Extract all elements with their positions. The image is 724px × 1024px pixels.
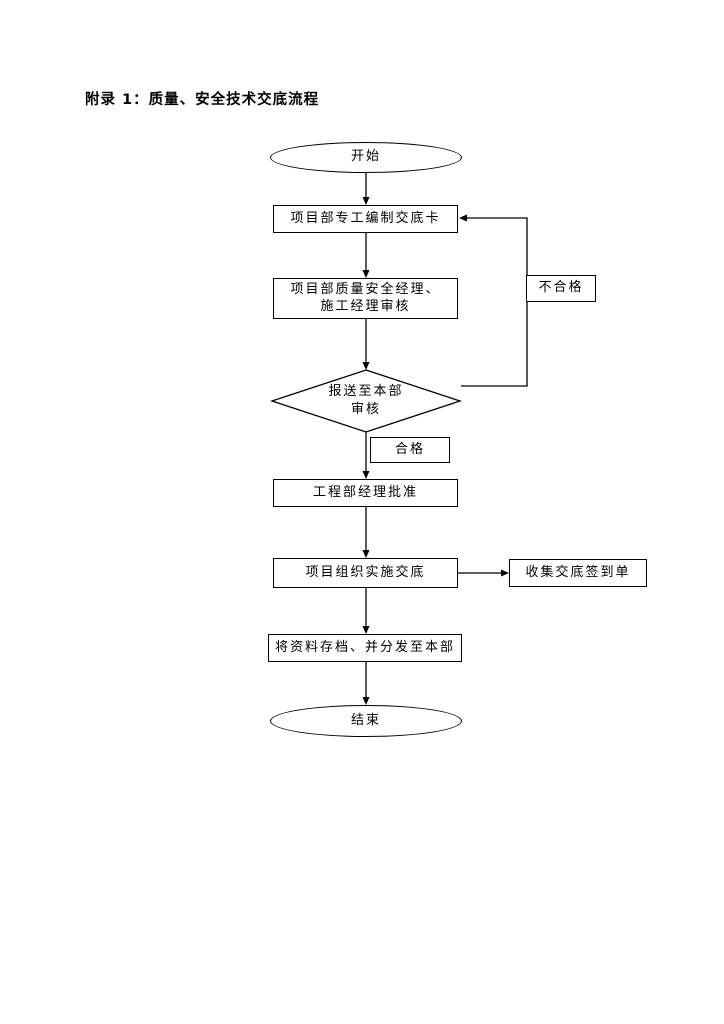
process-step2: 项目部质量安全经理、 施工经理审核 [273,278,458,319]
decision-diamond [269,369,463,433]
page-title: 附录 1：质量、安全技术交底流程 [85,92,320,108]
arrowhead-start-step1 [362,197,370,205]
arrowhead-step3-step4 [362,550,370,558]
end-terminator: 结束 [270,705,462,737]
arrowhead-step4-side [501,569,509,577]
pass-edge-label: 合格 [370,437,450,463]
fail-edge-label: 不合格 [526,275,596,302]
arrowhead-step4-step5 [362,626,370,634]
connector-fail-loop [461,217,528,387]
process-step1: 项目部专工编制交底卡 [273,205,458,233]
process-step4: 项目组织实施交底 [273,558,458,588]
arrowhead-step1-step2 [362,270,370,278]
side-output-box: 收集交底签到单 [509,559,647,587]
arrowhead-step5-end [362,697,370,705]
decision-label: 报送至本部 审核 [328,384,404,417]
arrowhead-fail-loop [459,214,467,222]
arrowhead-decision-step3 [362,471,370,479]
process-step5: 将资料存档、并分发至本部 [268,634,462,662]
process-step3: 工程部经理批准 [273,479,458,507]
start-terminator: 开始 [270,142,462,173]
arrowhead-step2-decision [362,362,370,370]
